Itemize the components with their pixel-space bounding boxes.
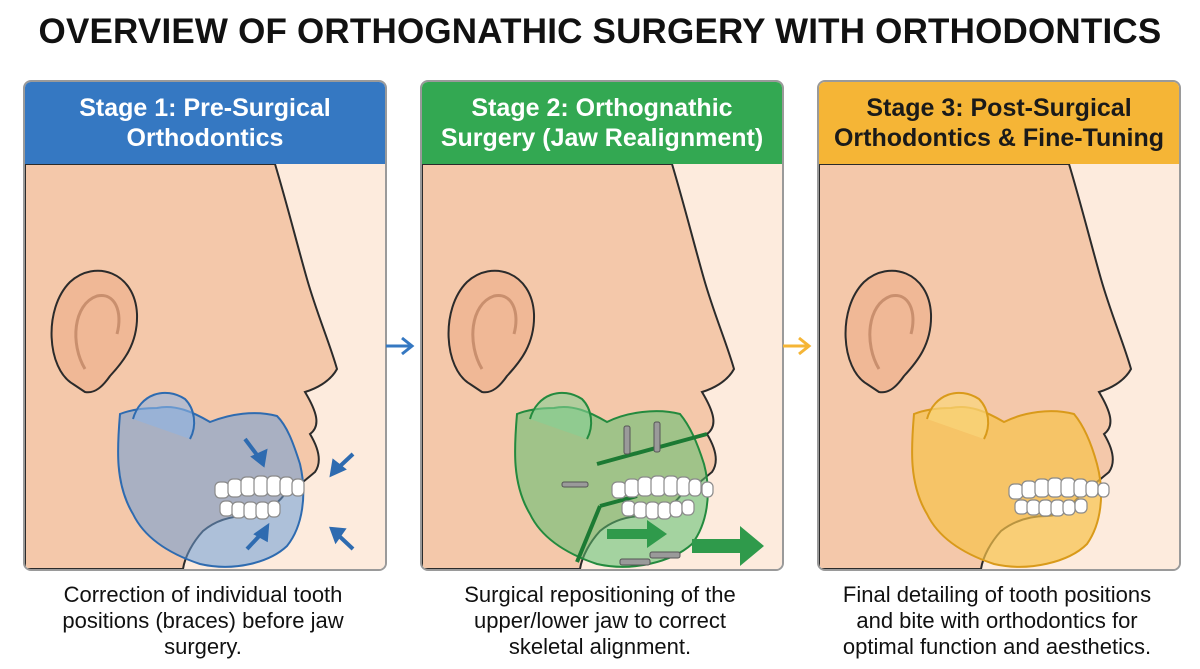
stage-1-title-line-1: Stage 1: Pre-Surgical bbox=[79, 94, 331, 122]
stage-2-panel: Stage 2: Orthognathic Surgery (Jaw Reali… bbox=[420, 80, 784, 571]
arrow-stage-2-to-3 bbox=[783, 336, 812, 356]
stage-3-caption-line-1: Final detailing of tooth positions bbox=[842, 582, 1152, 607]
teeth bbox=[1008, 477, 1110, 517]
stage-1-caption: Correction of individual tooth positions… bbox=[23, 582, 383, 660]
stage-2-title-line-1: Stage 2: Orthognathic bbox=[471, 94, 733, 122]
stage-2-illustration bbox=[422, 164, 782, 569]
stage-1-illustration bbox=[25, 164, 385, 569]
stage-2-caption-line-3: skeletal alignment. bbox=[508, 634, 692, 659]
stage-3-title-line-1: Stage 3: Post-Surgical bbox=[866, 94, 1132, 122]
stage-1-caption-line-1: Correction of individual tooth bbox=[63, 582, 343, 607]
stage-3-caption: Final detailing of tooth positions and b… bbox=[817, 582, 1177, 660]
stage-2-caption: Surgical repositioning of the upper/lowe… bbox=[420, 582, 780, 660]
osteotomy-lines bbox=[575, 432, 708, 563]
ear-icon bbox=[844, 269, 933, 394]
stage-3-illustration bbox=[819, 164, 1179, 569]
arrow-stage-1-to-2 bbox=[386, 336, 415, 356]
ear-icon bbox=[50, 269, 139, 394]
stage-3-title-line-2: Orthodontics & Fine-Tuning bbox=[833, 124, 1165, 152]
force-arrows bbox=[243, 437, 355, 551]
teeth bbox=[214, 475, 305, 520]
stage-1-panel: Stage 1: Pre-Surgical Orthodontics bbox=[23, 80, 387, 571]
fixation-screws bbox=[561, 421, 681, 566]
stage-3-header: Stage 3: Post-Surgical Orthodontics & Fi… bbox=[819, 82, 1179, 164]
stage-3-caption-line-2: and bite with orthodontics for bbox=[856, 608, 1138, 633]
ear-icon bbox=[447, 269, 536, 394]
stage-1-header: Stage 1: Pre-Surgical Orthodontics bbox=[25, 82, 385, 164]
stage-2-caption-line-2: upper/lower jaw to correct bbox=[474, 608, 726, 633]
stage-1-caption-line-2: positions (braces) before jaw bbox=[62, 608, 344, 633]
advancement-arrows bbox=[607, 520, 764, 566]
page-title: OVERVIEW OF ORTHOGNATHIC SURGERY WITH OR… bbox=[38, 12, 1162, 51]
stage-2-title-line-2: Surgery (Jaw Realignment) bbox=[440, 124, 764, 152]
stage-2-header: Stage 2: Orthognathic Surgery (Jaw Reali… bbox=[422, 82, 782, 164]
teeth bbox=[611, 475, 714, 520]
stage-3-panel: Stage 3: Post-Surgical Orthodontics & Fi… bbox=[817, 80, 1181, 571]
stage-3-caption-line-3: optimal function and aesthetics. bbox=[842, 634, 1152, 659]
stage-2-caption-line-1: Surgical repositioning of the bbox=[464, 582, 736, 607]
stage-1-title-line-2: Orthodontics bbox=[126, 124, 284, 152]
stage-1-caption-line-3: surgery. bbox=[164, 634, 242, 659]
